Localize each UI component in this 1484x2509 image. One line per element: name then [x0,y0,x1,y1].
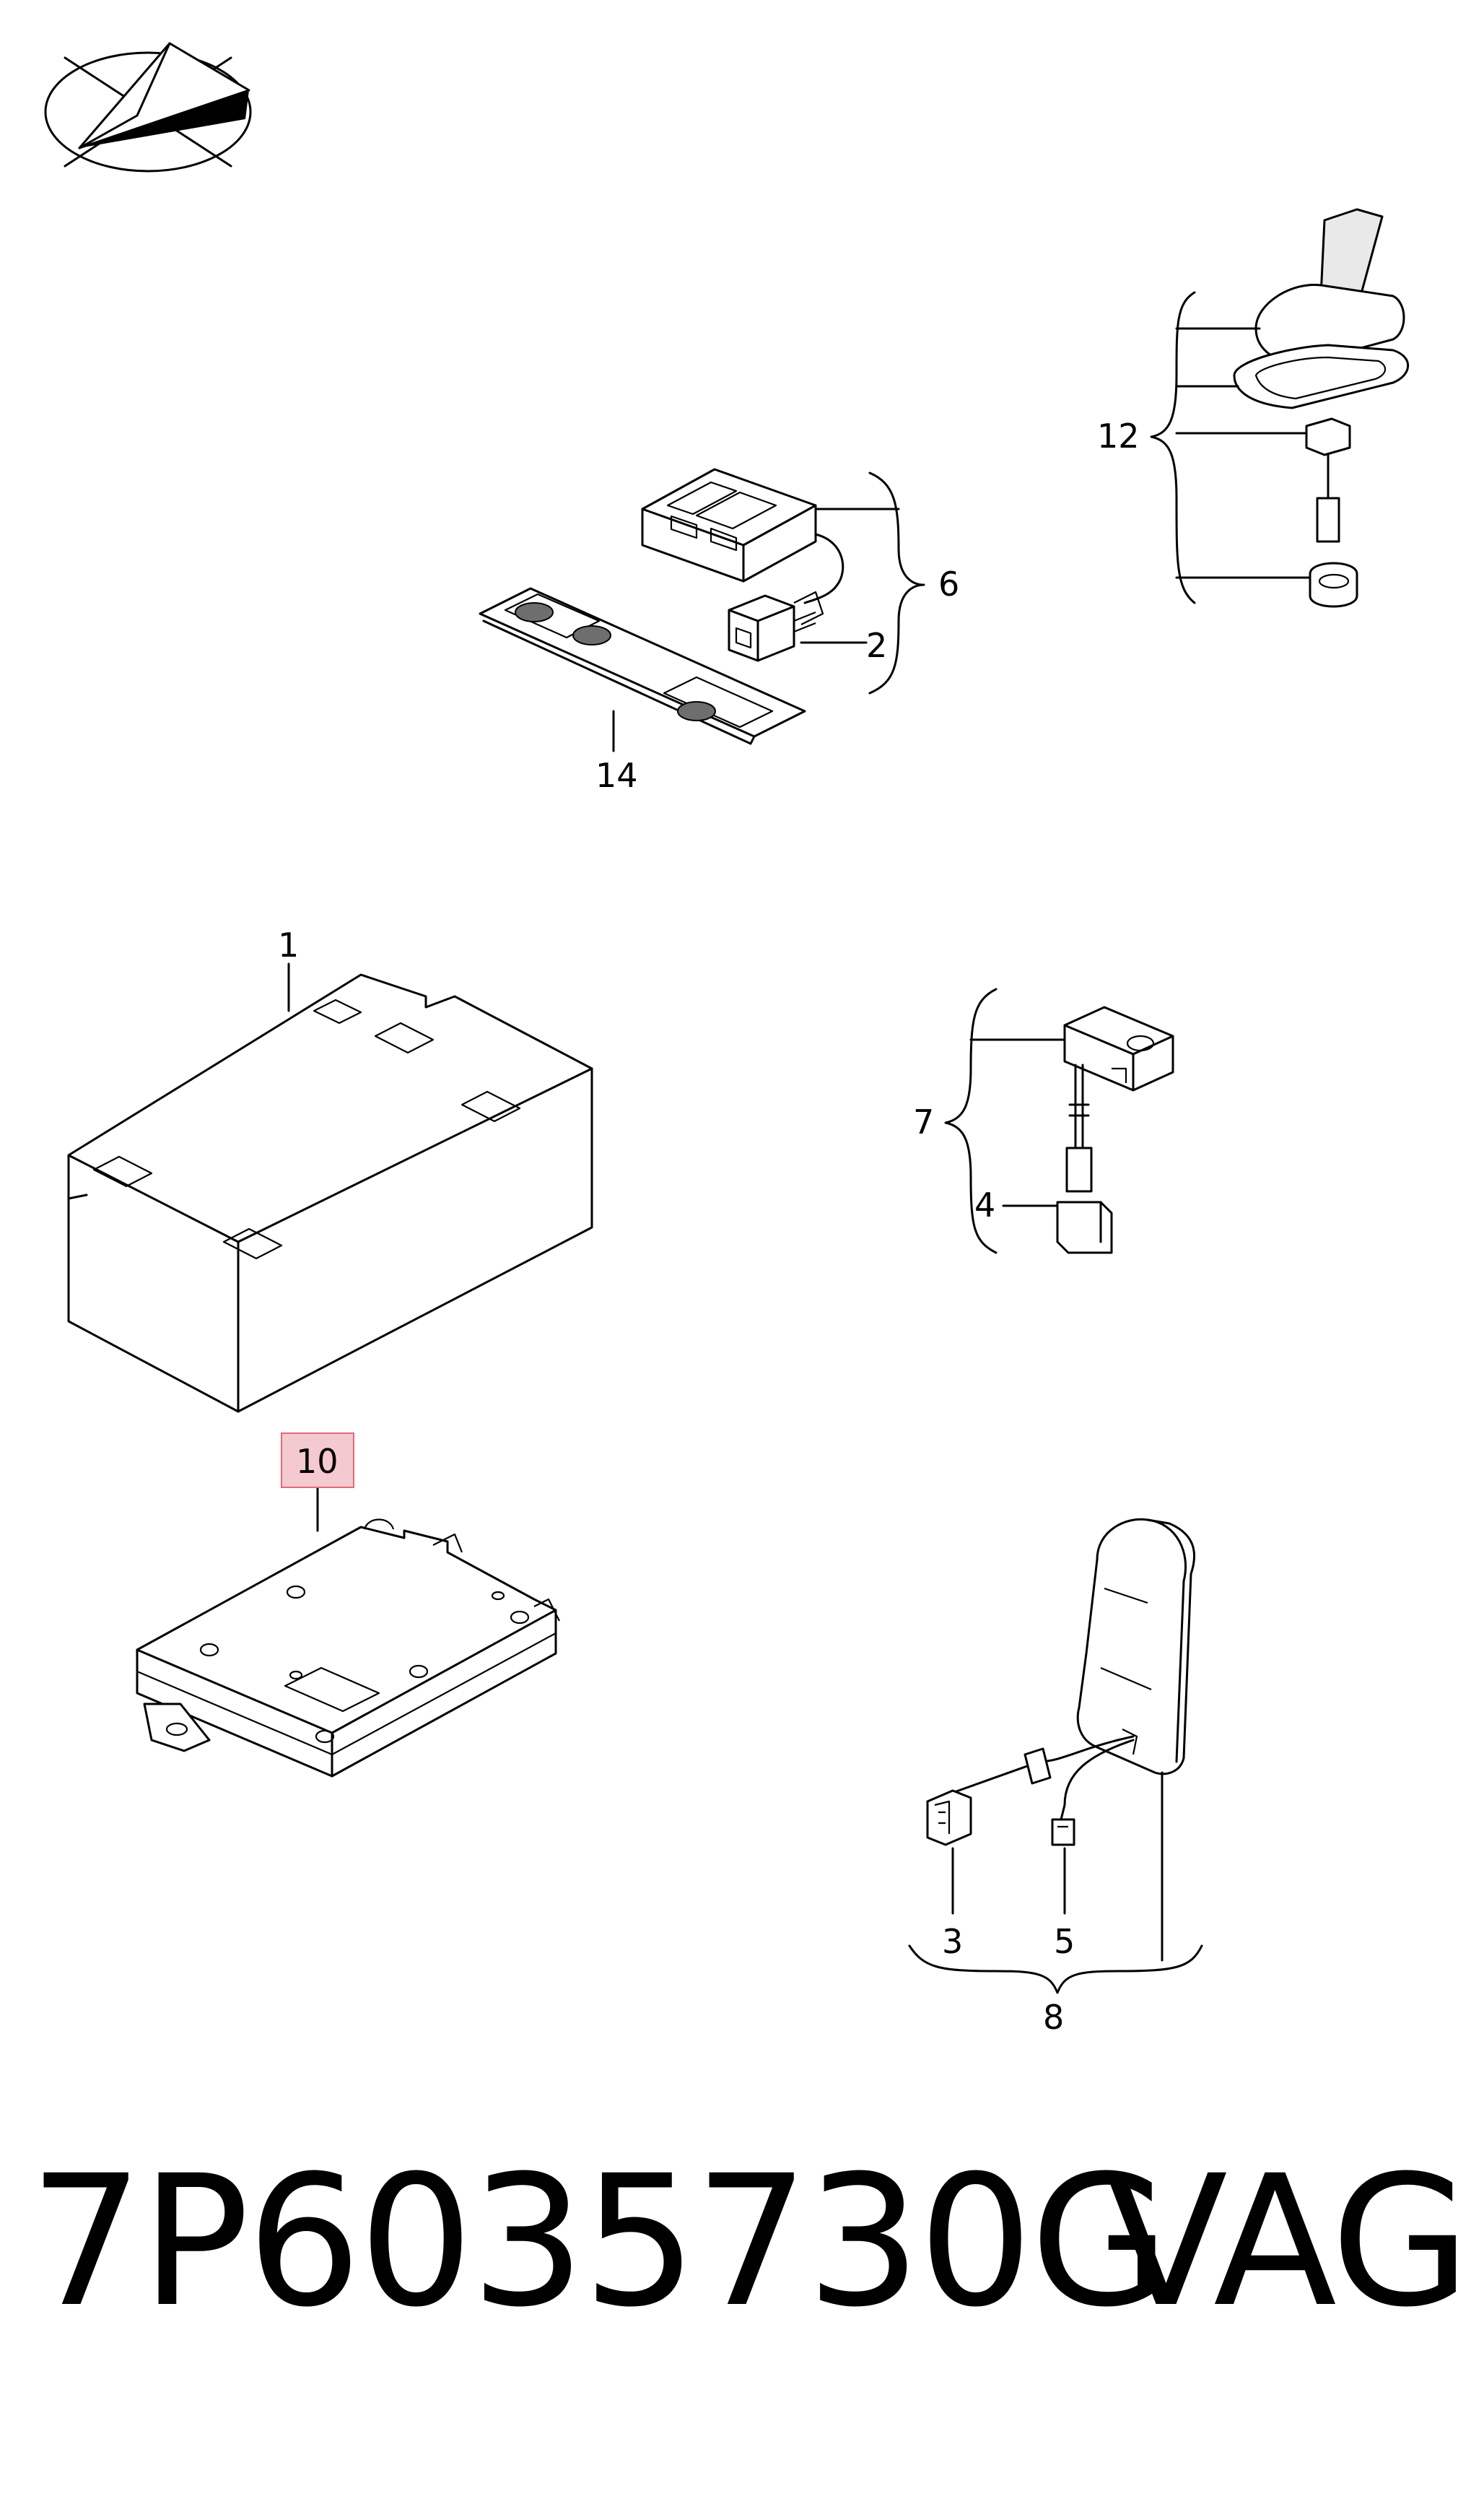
label-8: 8 [1043,1998,1064,2037]
label-2: 2 [866,626,887,665]
label-5: 5 [1054,1922,1075,1961]
part-3-connector [926,1789,972,1846]
paper-plane-logo-icon [44,42,252,173]
part-10-control-unit [136,1518,560,1778]
part-14-mat [479,587,806,745]
label-4: 4 [974,1186,995,1225]
label-1: 1 [278,926,299,965]
part-12-roof-antenna [1233,208,1410,608]
part-4-connector [1056,1147,1113,1254]
part-number: 7P6035730G [29,2136,1170,2347]
label-10: 10 [296,1442,339,1481]
label-12: 12 [1097,417,1140,456]
label-14: 14 [595,756,638,795]
part-1-control-unit [67,973,593,1413]
part-7-module [1063,1006,1174,1149]
part-8-microphone-unit [937,1518,1196,1821]
part-6-switch-module [641,468,844,604]
label-7: 7 [913,1103,934,1142]
label-6: 6 [938,565,959,604]
part-5-connector [1051,1818,1075,1846]
brand-name: VAG [1104,2136,1470,2347]
part-2-connector [728,591,824,662]
label-10-highlight [281,1432,354,1488]
label-3: 3 [942,1922,963,1961]
